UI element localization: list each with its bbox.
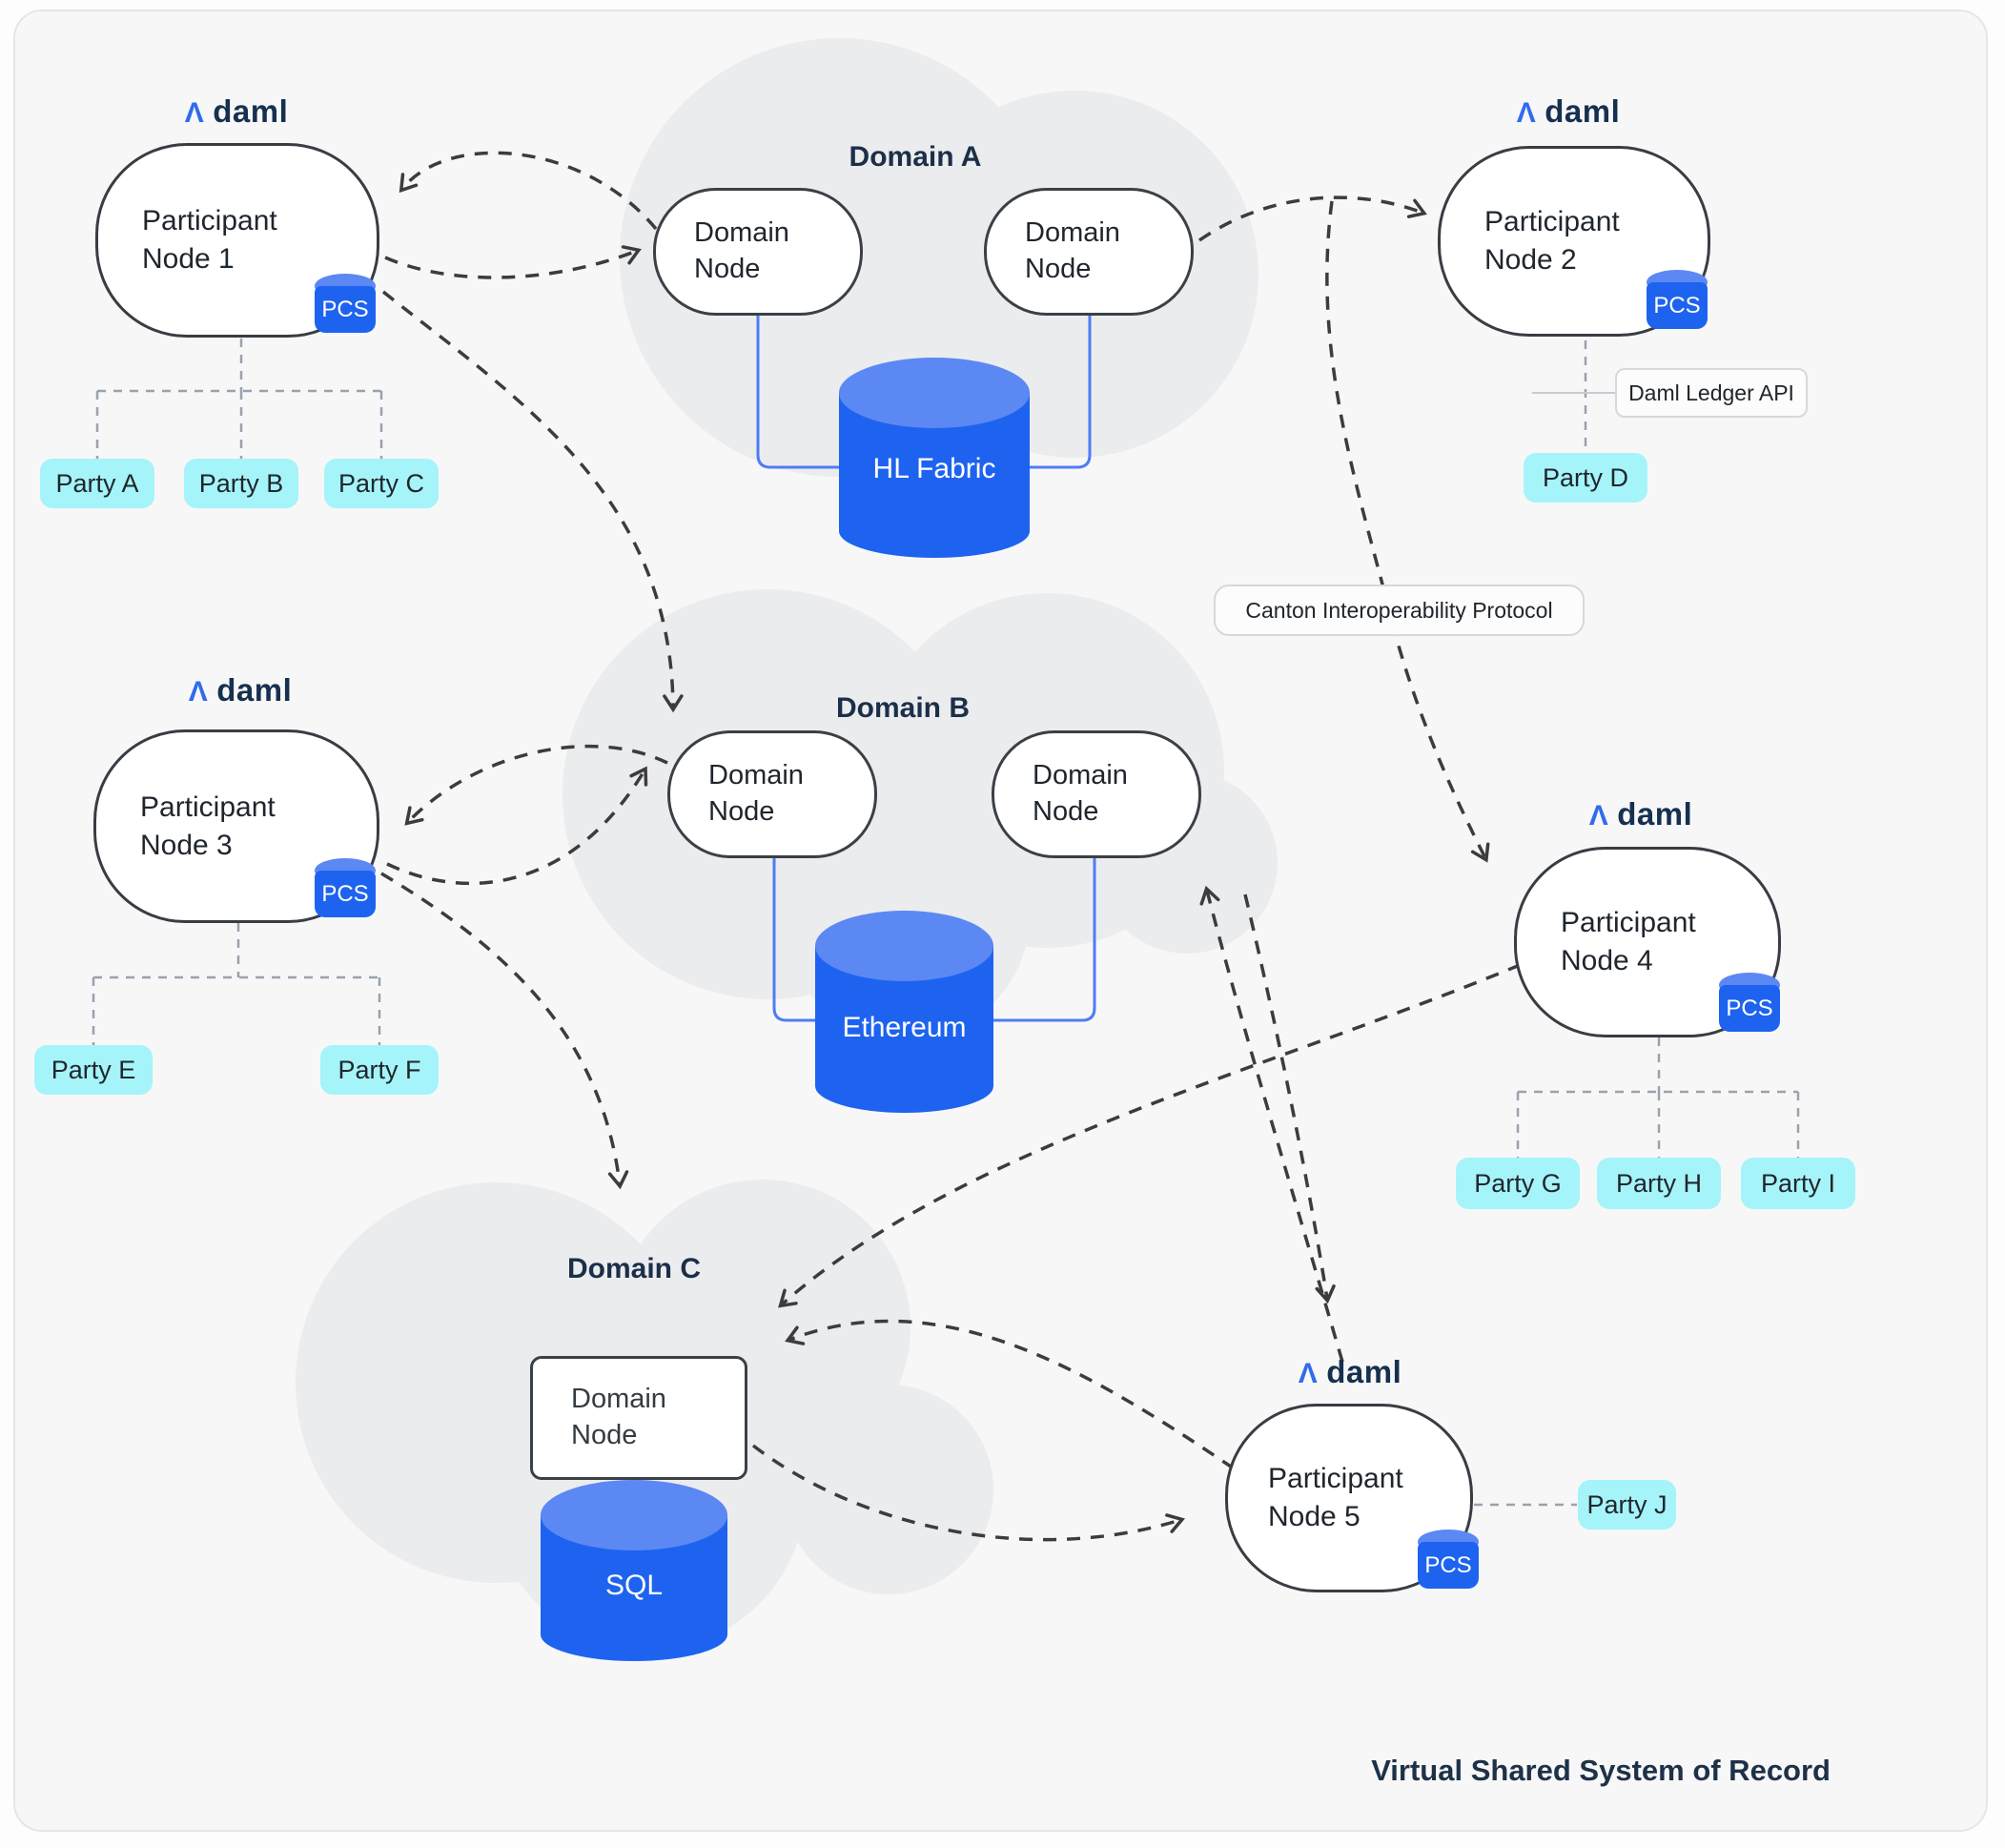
daml-logo-icon: Λ	[188, 676, 209, 708]
arrow-pn5-to-domainB	[1199, 885, 1344, 1363]
pcs-label: PCS	[321, 297, 369, 322]
arrow-domainA-to-pn2	[1198, 195, 1427, 242]
ethereum-label: Ethereum	[842, 1012, 967, 1043]
arrow-domainA-to-pn1	[399, 151, 658, 231]
participant-node-label: Participant Node 3	[140, 791, 276, 861]
pcs-badge: PCS	[1719, 973, 1780, 1032]
pcs-label: PCS	[1424, 1552, 1472, 1578]
canton-protocol-label: Canton Interoperability Protocol	[1214, 585, 1585, 636]
domain-node-label: Domain Node	[708, 760, 804, 827]
party-g-chip: Party G	[1456, 1158, 1580, 1209]
pcs-badge: PCS	[1647, 270, 1708, 329]
pcs-label: PCS	[1726, 996, 1773, 1021]
domain-node-label: Domain Node	[1033, 760, 1128, 827]
domain-a-node-2: Domain Node	[984, 188, 1194, 316]
arrow-pn3-to-domainB	[386, 766, 648, 886]
domain-b-node-2: Domain Node	[992, 730, 1201, 858]
domain-node-label: Domain Node	[694, 217, 789, 284]
daml-logo-text: daml	[213, 93, 289, 129]
party-h-chip: Party H	[1597, 1158, 1721, 1209]
domain-b-node-1: Domain Node	[667, 730, 877, 858]
party-a-chip: Party A	[40, 459, 154, 508]
party-d-chip: Party D	[1524, 453, 1647, 503]
arrow-domainB-to-pn3	[404, 744, 668, 826]
diagram-title: Virtual Shared System of Record	[1371, 1754, 1831, 1787]
domain-c-node: Domain Node	[530, 1356, 747, 1480]
ethereum-cylinder: Ethereum	[815, 911, 993, 1113]
pcs-badge: PCS	[315, 274, 376, 333]
arrow-pn1-to-domainB	[381, 290, 684, 713]
party-b-chip: Party B	[184, 459, 298, 508]
daml-logo-icon: Λ	[184, 97, 205, 129]
pcs-cylinder-body	[1719, 985, 1780, 1032]
domain-a-node-1: Domain Node	[653, 188, 863, 316]
participant-node-label: Participant Node 5	[1268, 1463, 1403, 1532]
domainA-node1-to-hlfabric-line	[756, 316, 841, 469]
daml-ledger-api-label: Daml Ledger API	[1615, 368, 1808, 418]
ledger-connectors	[635, 316, 1096, 1509]
party-i-chip: Party I	[1741, 1158, 1855, 1209]
arrow-pn4-to-domainC	[778, 954, 1544, 1308]
sql-cylinder: SQL	[541, 1480, 727, 1661]
domain-node-label: Domain Node	[1025, 217, 1120, 284]
cylinder-top	[541, 1480, 727, 1550]
cylinder-top	[839, 358, 1030, 428]
domain-b-label: Domain B	[835, 692, 971, 724]
daml-logo-icon: Λ	[1588, 800, 1609, 832]
domainA-node2-to-hlfabric-line	[1028, 316, 1092, 469]
participant-node-label: Participant Node 2	[1484, 206, 1620, 276]
domain-c-label: Domain C	[566, 1253, 702, 1284]
domainB-node1-to-ethereum-line	[772, 857, 817, 1022]
daml-logo-text: daml	[1326, 1354, 1402, 1389]
arrow-pn1-to-domainA	[384, 245, 642, 279]
daml-logo-text: daml	[1545, 93, 1621, 129]
party-c-chip: Party C	[324, 459, 439, 508]
pn4-party-connector	[1516, 1037, 1800, 1158]
arrow-pn5-to-domainC	[785, 1319, 1235, 1470]
daml-logo-text: daml	[216, 672, 293, 708]
participant-node-label: Participant Node 1	[142, 205, 277, 275]
daml-logo-text: daml	[1617, 796, 1693, 832]
arrow-domainB-to-pn5	[1243, 893, 1336, 1304]
protocol-arrows	[380, 151, 1544, 1542]
cylinder-top	[815, 911, 993, 981]
participant-node-label: Participant Node 4	[1561, 907, 1696, 976]
pcs-cylinder-body	[315, 286, 376, 333]
domainB-node2-to-ethereum-line	[992, 857, 1096, 1022]
domain-a-label: Domain A	[849, 141, 982, 173]
party-f-chip: Party F	[320, 1045, 439, 1095]
pcs-badge: PCS	[1418, 1530, 1479, 1589]
daml-logo-icon: Λ	[1516, 97, 1537, 129]
hl-fabric-label: HL Fabric	[872, 453, 996, 484]
pcs-cylinder-body	[315, 871, 376, 917]
daml-logo-icon: Λ	[1298, 1358, 1319, 1389]
sql-label: SQL	[604, 1570, 664, 1601]
cloud-shape	[784, 1385, 993, 1594]
domain-node-label: Domain Node	[571, 1384, 666, 1450]
hl-fabric-cylinder: HL Fabric	[839, 358, 1030, 558]
party-connectors	[92, 339, 1800, 1507]
arrow-domainC-to-pn5	[751, 1444, 1186, 1542]
arrow-pn3-to-domainC	[380, 872, 629, 1190]
pcs-label: PCS	[1653, 293, 1701, 318]
pcs-label: PCS	[321, 881, 369, 907]
pcs-cylinder-body	[1647, 282, 1708, 329]
pcs-cylinder-body	[1418, 1542, 1479, 1589]
party-j-chip: Party J	[1578, 1480, 1676, 1530]
pn1-party-connector	[95, 339, 383, 459]
pn3-party-connector	[92, 923, 381, 1045]
party-e-chip: Party E	[34, 1045, 153, 1095]
pcs-badge: PCS	[315, 858, 376, 917]
